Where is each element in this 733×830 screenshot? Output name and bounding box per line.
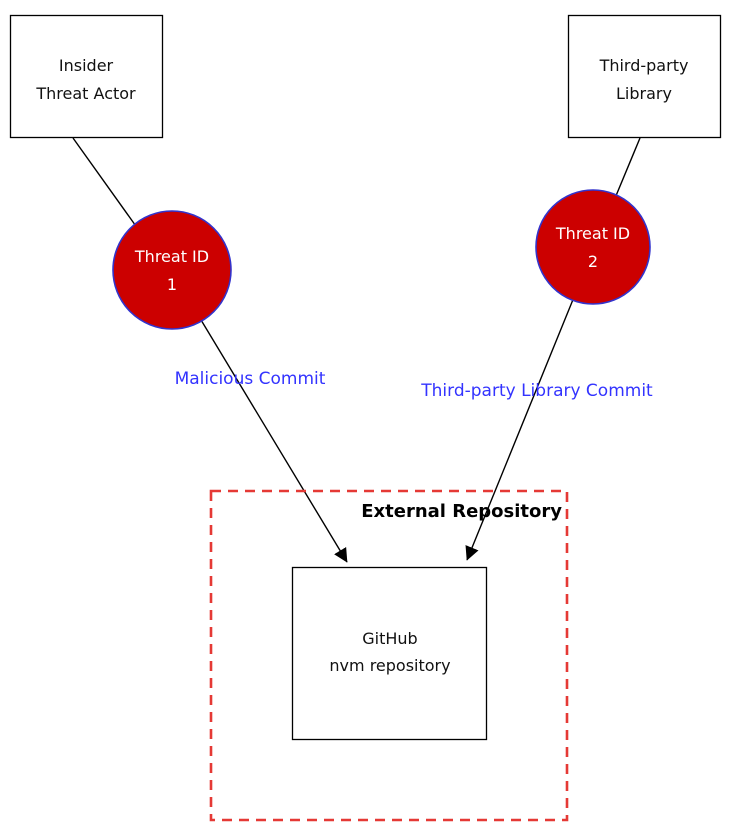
insider-threat-actor-box bbox=[9, 14, 164, 139]
external-repository-label: External Repository bbox=[361, 501, 562, 522]
external-repository-border bbox=[209, 489, 569, 822]
edge-threat2-to-github bbox=[465, 274, 584, 561]
threat-id-1-label-line2: 1 bbox=[167, 275, 177, 294]
insider-threat-actor-label-line1: Insider bbox=[59, 56, 114, 75]
github-nvm-repository-label-line2: nvm repository bbox=[329, 656, 450, 675]
third-party-library-commit-label: Third-party Library Commit bbox=[420, 381, 653, 401]
third-party-library-label-line2: Library bbox=[616, 84, 672, 103]
threat-id-1-circle bbox=[112, 210, 232, 330]
threat-id-2-label-line1: Threat ID bbox=[555, 224, 630, 243]
github-nvm-repository-box bbox=[291, 566, 488, 741]
threat-id-2-circle bbox=[535, 189, 651, 305]
third-party-library-box bbox=[567, 14, 722, 139]
github-nvm-repository-label-line1: GitHub bbox=[362, 629, 417, 648]
third-party-library-node: Third-party Library bbox=[567, 14, 722, 139]
third-party-library-label-line1: Third-party bbox=[599, 56, 689, 75]
insider-threat-actor-node: Insider Threat Actor bbox=[9, 14, 164, 139]
threat-id-1-label-line1: Threat ID bbox=[134, 247, 209, 266]
threat-id-2-label-line2: 2 bbox=[588, 252, 598, 271]
github-nvm-repository-node: GitHub nvm repository bbox=[291, 566, 488, 741]
edge-threat1-to-github bbox=[194, 309, 348, 563]
threat-id-2-node: Threat ID 2 bbox=[535, 189, 651, 305]
insider-threat-actor-label-line2: Threat Actor bbox=[35, 84, 136, 103]
threat-id-1-node: Threat ID 1 bbox=[112, 210, 232, 330]
malicious-commit-label: Malicious Commit bbox=[175, 369, 326, 389]
external-repository-container: External Repository bbox=[209, 489, 569, 822]
